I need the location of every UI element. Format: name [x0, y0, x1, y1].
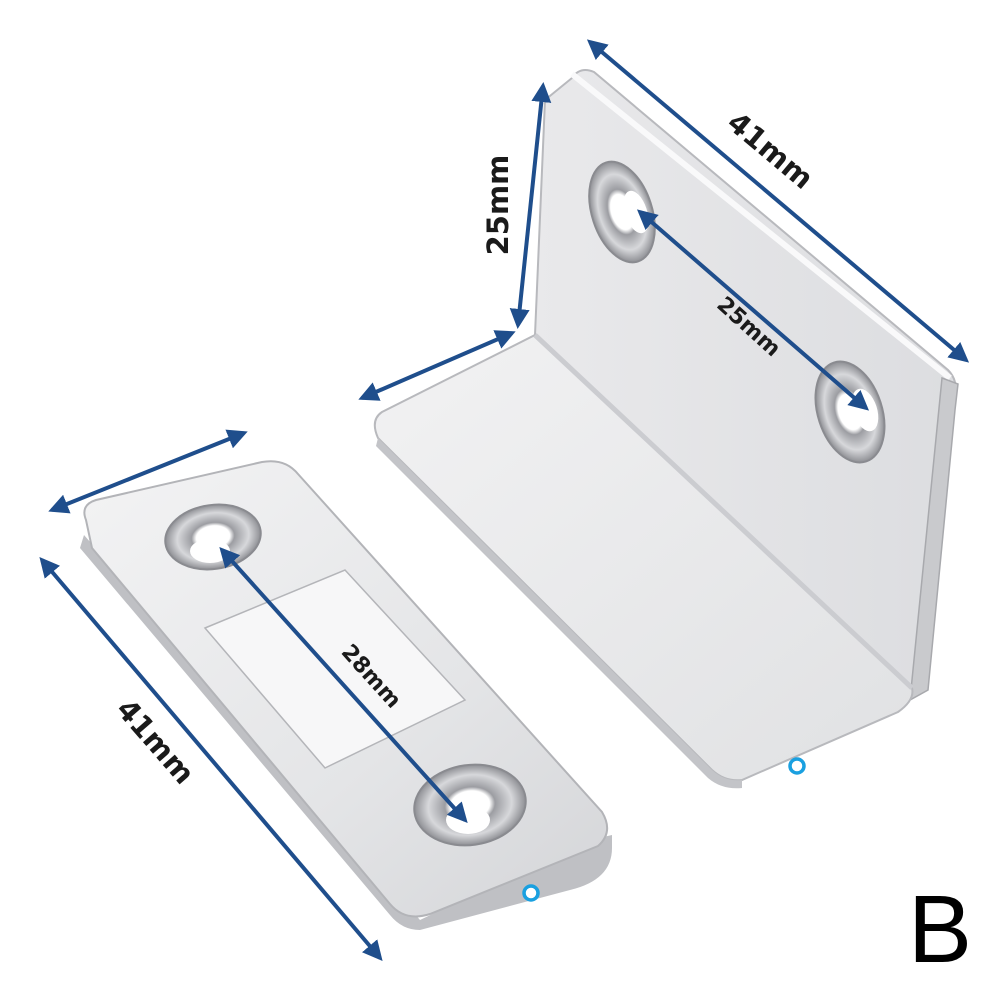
dimension-arrows [39, 39, 970, 962]
bracket-height-arrow [509, 82, 552, 329]
plate-hole-arrow [219, 547, 468, 823]
bracket-bend [533, 333, 914, 690]
bracket-hole-arrow [636, 209, 870, 411]
bracket-depth-arrow [358, 330, 516, 401]
plate-width-arrow [48, 429, 248, 514]
plate-marker-icon [522, 884, 540, 902]
bracket-height-label: 25mm [481, 155, 515, 256]
variant-label: B [908, 876, 972, 983]
bracket-length-arrow [586, 39, 970, 363]
bracket-marker-icon [788, 757, 806, 775]
bracket-side-edge [909, 376, 959, 702]
bracket-base-edge [376, 438, 742, 789]
bracket-length-label: 41mm [721, 105, 820, 196]
plate-length-label: 41mm [110, 692, 202, 790]
plate-length-arrow [39, 556, 383, 962]
